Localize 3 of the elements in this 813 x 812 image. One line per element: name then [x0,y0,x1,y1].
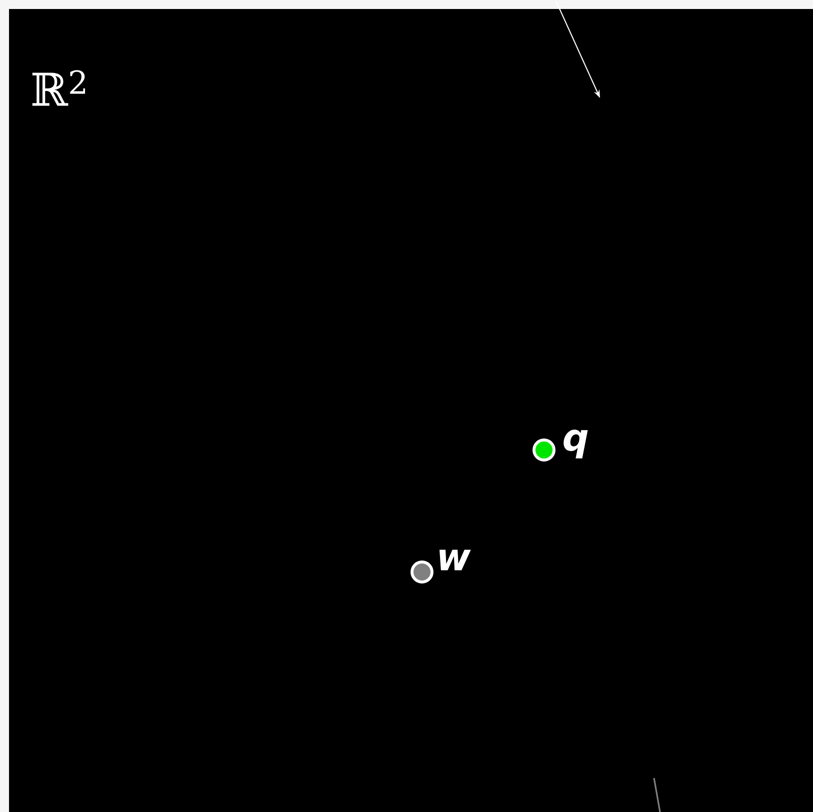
space-label: ℝ$^{2}$ [32,70,86,106]
point-label: w [440,550,471,570]
point-label: q [564,430,588,458]
